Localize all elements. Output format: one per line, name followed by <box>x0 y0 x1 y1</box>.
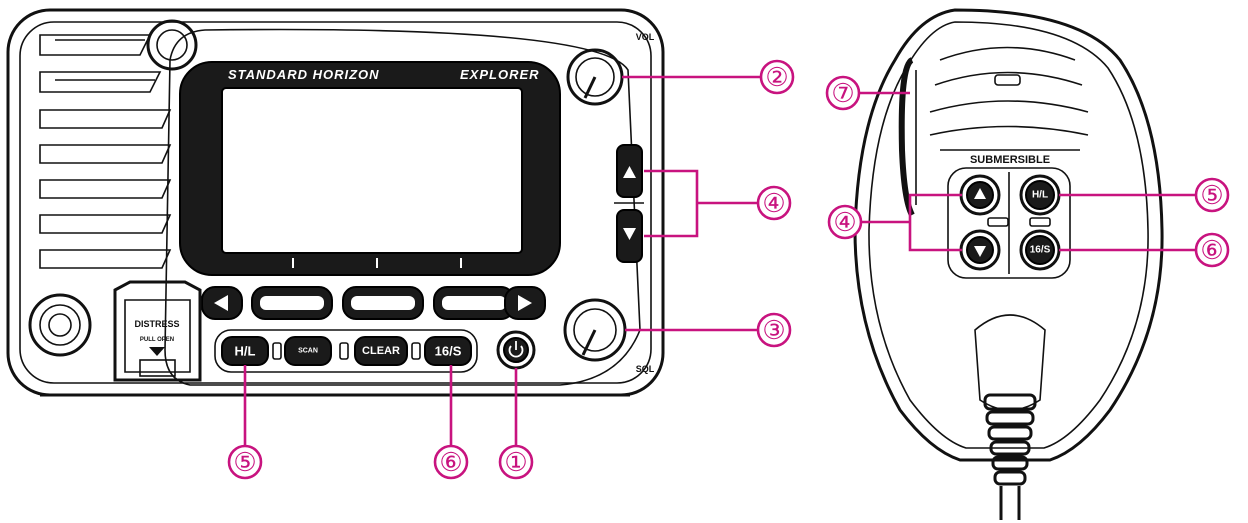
distress-label: DISTRESS <box>134 319 179 329</box>
callout-5-mic <box>1194 177 1230 213</box>
svg-text:16/S: 16/S <box>1030 245 1051 256</box>
callout-4-radio <box>756 185 792 221</box>
mic-down-button[interactable] <box>959 229 1001 271</box>
callout-6-mic-label: ⑥ <box>1200 235 1223 265</box>
model-label: EXPLORER <box>460 67 540 82</box>
radio-up-button[interactable] <box>616 144 643 198</box>
radio-callouts: ② ④ ③ ⑤ ⑥ ① <box>227 59 795 480</box>
mic-hl-button[interactable]: H/L <box>1019 174 1061 216</box>
microphone-unit: SUBMERSIBLE H/L 16/S <box>853 8 1164 520</box>
accessory-connector <box>28 293 92 357</box>
callout-1 <box>498 444 534 480</box>
mic-brand-label: SUBMERSIBLE <box>970 154 1050 166</box>
callout-5-radio-label: ⑤ <box>233 447 256 477</box>
distress-cover[interactable] <box>113 280 202 382</box>
callout-6-radio-label: ⑥ <box>439 447 462 477</box>
callout-5-radio <box>227 444 263 480</box>
radio-hl-button[interactable]: H/L <box>221 336 269 366</box>
speaker-grille <box>39 34 172 269</box>
callout-7 <box>825 75 861 111</box>
sql-knob[interactable] <box>563 298 627 362</box>
callout-2 <box>759 59 795 95</box>
svg-text:H/L: H/L <box>235 344 256 359</box>
mic-body <box>853 8 1164 462</box>
vol-label: VOL <box>636 32 655 42</box>
mic-16s-button[interactable]: 16/S <box>1019 229 1061 271</box>
radio-unit: STANDARD HORIZON EXPLORER VOL SQL <box>6 8 665 397</box>
callout-4-radio-label: ④ <box>762 188 785 218</box>
callout-2-label: ② <box>765 62 788 92</box>
right-arrow-button[interactable] <box>504 286 546 320</box>
pull-open-label: PULL OPEN <box>140 337 174 343</box>
lcd-screen <box>221 87 523 254</box>
callout-3 <box>756 312 792 348</box>
softkey-row <box>201 286 546 320</box>
svg-text:H/L: H/L <box>1032 190 1048 201</box>
callout-5-mic-label: ⑤ <box>1200 180 1223 210</box>
radio-clear-button[interactable]: CLEAR <box>354 336 408 366</box>
svg-text:SCAN: SCAN <box>298 348 318 355</box>
callout-4-mic <box>827 204 863 240</box>
mic-cable <box>983 393 1037 520</box>
callout-7-label: ⑦ <box>831 78 854 108</box>
mic-callouts: ⑦ ④ ⑤ ⑥ <box>825 75 1230 268</box>
svg-text:16/S: 16/S <box>435 344 462 359</box>
callout-6-radio <box>433 444 469 480</box>
left-arrow-button[interactable] <box>201 286 243 320</box>
vol-knob[interactable] <box>566 48 624 106</box>
callout-4-mic-label: ④ <box>833 207 856 237</box>
radio-16s-button[interactable]: 16/S <box>424 336 472 366</box>
callout-6-mic <box>1194 232 1230 268</box>
callout-3-label: ③ <box>762 315 785 345</box>
callout-1-label: ① <box>504 447 527 477</box>
radio-housing-inner <box>19 21 652 384</box>
top-left-knob <box>146 19 198 71</box>
radio-scan-button[interactable]: SCAN <box>284 336 332 366</box>
sql-label: SQL <box>636 364 655 374</box>
power-button[interactable] <box>496 330 536 370</box>
svg-text:CLEAR: CLEAR <box>362 345 400 357</box>
brand-label: STANDARD HORIZON <box>228 67 380 82</box>
radio-down-button[interactable] <box>616 209 643 263</box>
mic-up-button[interactable] <box>959 174 1001 216</box>
